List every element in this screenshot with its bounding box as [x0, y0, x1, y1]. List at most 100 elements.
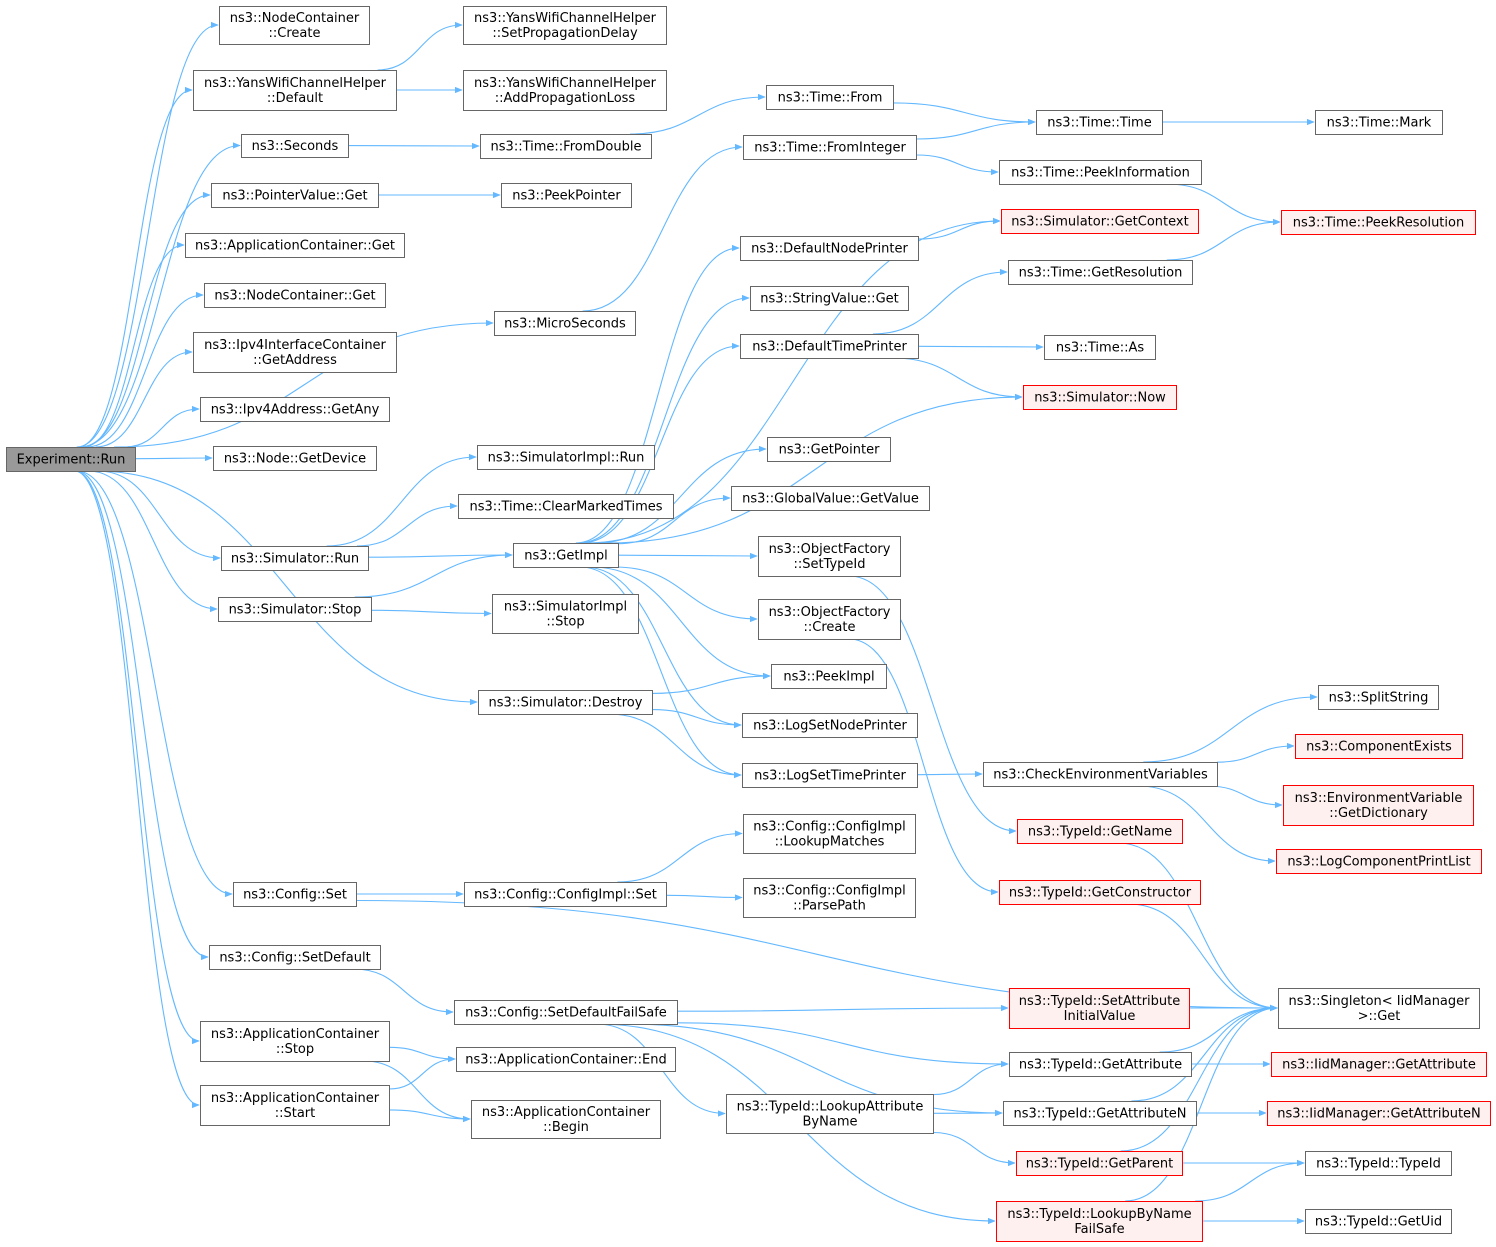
node-sim-run[interactable]: ns3::Simulator::Run	[221, 546, 369, 571]
node-defaultnodeprinter[interactable]: ns3::DefaultNodePrinter	[740, 236, 919, 261]
node-label: ns3::ApplicationContainer::Get	[195, 239, 395, 254]
edge-run-to-cfg_set	[76, 470, 233, 898]
node-box	[233, 882, 357, 907]
node-gv-getvalue[interactable]: ns3::GlobalValue::GetValue	[731, 486, 930, 511]
node-typeid-getctor[interactable]: ns3::TypeId::GetConstructor	[999, 880, 1201, 905]
edge-getimpl-to-peekimpl	[591, 566, 771, 680]
node-typeid-getparent[interactable]: ns3::TypeId::GetParent	[1016, 1151, 1183, 1176]
node-simimpl-run[interactable]: ns3::SimulatorImpl::Run	[477, 445, 655, 470]
node-sim-getcontext[interactable]: ns3::Simulator::GetContext	[1001, 209, 1199, 234]
node-simimpl-stop[interactable]: ns3::SimulatorImpl::Stop	[492, 594, 639, 634]
node-cfg-setdefault[interactable]: ns3::Config::SetDefault	[209, 945, 381, 970]
node-box	[463, 6, 667, 45]
node-envvar-getdict[interactable]: ns3::EnvironmentVariable::GetDictionary	[1283, 785, 1474, 826]
node-singleton-get[interactable]: ns3::Singleton< IidManager >::Get	[1278, 988, 1480, 1029]
node-ipv4ic-getaddr[interactable]: ns3::Ipv4InterfaceContainer::GetAddress	[193, 332, 397, 373]
node-nc-get[interactable]: ns3::NodeContainer::Get	[204, 283, 386, 308]
node-typeid-getname[interactable]: ns3::TypeId::GetName	[1017, 819, 1183, 844]
node-defaulttimeprinter[interactable]: ns3::DefaultTimePrinter	[740, 334, 919, 359]
node-typeid-getuid[interactable]: ns3::TypeId::GetUid	[1305, 1209, 1452, 1234]
node-box	[211, 183, 379, 208]
edge-cfg_setdefault-to-cfg_setdefaultfs	[353, 968, 454, 1016]
node-iid-getattrn[interactable]: ns3::IidManager::GetAttributeN	[1267, 1101, 1491, 1126]
node-ac-get[interactable]: ns3::ApplicationContainer::Get	[185, 233, 405, 258]
node-time-fromdouble[interactable]: ns3::Time::FromDouble	[480, 134, 652, 159]
node-box	[200, 1085, 390, 1126]
node-logsettimeprinter[interactable]: ns3::LogSetTimePrinter	[742, 763, 918, 788]
node-ac-begin[interactable]: ns3::ApplicationContainer::Begin	[471, 1100, 661, 1139]
node-typeid-getattrn[interactable]: ns3::TypeId::GetAttributeN	[1003, 1101, 1197, 1126]
node-time-clearmarked[interactable]: ns3::Time::ClearMarkedTimes	[458, 494, 674, 519]
node-run[interactable]: Experiment::Run	[6, 447, 136, 472]
node-peekimpl[interactable]: ns3::PeekImpl	[771, 664, 887, 689]
edge-run-to-microseconds	[114, 319, 494, 448]
node-cfgimpl-set[interactable]: ns3::Config::ConfigImpl::Set	[464, 882, 667, 907]
node-logsetnodeprinter[interactable]: ns3::LogSetNodePrinter	[742, 713, 918, 738]
node-seconds[interactable]: ns3::Seconds	[241, 134, 349, 158]
node-checkenv[interactable]: ns3::CheckEnvironmentVariables	[983, 762, 1218, 787]
node-splitstring[interactable]: ns3::SplitString	[1318, 685, 1439, 710]
node-typeid-getattr[interactable]: ns3::TypeId::GetAttribute	[1009, 1052, 1192, 1077]
node-time-peekres[interactable]: ns3::Time::PeekResolution	[1281, 210, 1476, 235]
node-ac-stop[interactable]: ns3::ApplicationContainer::Stop	[200, 1021, 390, 1062]
node-logcomp-printlist[interactable]: ns3::LogComponentPrintList	[1276, 849, 1482, 874]
edge-cfg_setdefaultfs-to-typeid_getattr	[676, 1022, 1009, 1068]
node-label: >::Get	[1358, 1009, 1401, 1024]
node-label: ns3::PeekImpl	[783, 670, 874, 685]
node-time-frominteger[interactable]: ns3::Time::FromInteger	[743, 135, 917, 160]
node-box	[1036, 110, 1163, 135]
edge-sim_destroy-to-peekimpl	[651, 672, 771, 694]
node-getimpl[interactable]: ns3::GetImpl	[513, 543, 619, 568]
node-label: ns3::GetPointer	[779, 443, 880, 458]
node-of-settypeid[interactable]: ns3::ObjectFactory::SetTypeId	[758, 536, 901, 577]
node-label: ns3::Time::GetResolution	[1019, 266, 1183, 281]
node-box	[1023, 385, 1177, 410]
node-microseconds[interactable]: ns3::MicroSeconds	[494, 311, 636, 336]
node-box	[743, 878, 916, 918]
edge-ac_stop-to-ac_begin	[363, 1060, 471, 1123]
node-stringvalue-get[interactable]: ns3::StringValue::Get	[750, 286, 909, 311]
node-nc-create[interactable]: ns3::NodeContainer::Create	[219, 6, 370, 45]
node-ywch-default[interactable]: ns3::YansWifiChannelHelper::Default	[193, 70, 397, 111]
node-node-getdev[interactable]: ns3::Node::GetDevice	[213, 446, 377, 471]
node-label: ::Create	[269, 26, 321, 41]
node-pv-get[interactable]: ns3::PointerValue::Get	[211, 183, 379, 208]
node-cfgimpl-lookup[interactable]: ns3::Config::ConfigImpl::LookupMatches	[743, 814, 916, 854]
node-box	[1305, 1151, 1452, 1176]
node-sim-stop[interactable]: ns3::Simulator::Stop	[218, 597, 372, 622]
node-time-mark[interactable]: ns3::Time::Mark	[1315, 110, 1443, 135]
node-label: ::SetPropagationDelay	[492, 26, 638, 41]
edge-typeid_lookupbyname-to-typeid_typeid	[1195, 1159, 1305, 1202]
node-label: ns3::Time::From	[778, 91, 883, 106]
node-time-time[interactable]: ns3::Time::Time	[1036, 110, 1163, 135]
node-of-create[interactable]: ns3::ObjectFactory::Create	[758, 599, 901, 640]
node-componentexists[interactable]: ns3::ComponentExists	[1295, 734, 1463, 759]
node-ipv4a-getany[interactable]: ns3::Ipv4Address::GetAny	[200, 397, 390, 422]
node-box	[1267, 1101, 1491, 1126]
node-time-as[interactable]: ns3::Time::As	[1044, 335, 1156, 360]
node-label: ns3::ApplicationContainer	[211, 1027, 380, 1042]
node-sim-destroy[interactable]: ns3::Simulator::Destroy	[478, 690, 653, 715]
node-cfg-set[interactable]: ns3::Config::Set	[233, 882, 357, 907]
node-ywch-setprop[interactable]: ns3::YansWifiChannelHelper::SetPropagati…	[463, 6, 667, 45]
node-typeid-typeid[interactable]: ns3::TypeId::TypeId	[1305, 1151, 1452, 1176]
node-time-from[interactable]: ns3::Time::From	[766, 85, 894, 110]
node-ac-start[interactable]: ns3::ApplicationContainer::Start	[200, 1085, 390, 1126]
node-label: ByName	[803, 1115, 858, 1130]
edge-getimpl-to-logsettimeprinter	[579, 566, 742, 779]
edge-getimpl-to-defaultnodeprinter	[575, 244, 740, 544]
node-getpointer[interactable]: ns3::GetPointer	[767, 437, 891, 462]
node-time-peekinfo[interactable]: ns3::Time::PeekInformation	[999, 160, 1202, 185]
node-ywch-addprop[interactable]: ns3::YansWifiChannelHelper::AddPropagati…	[463, 70, 667, 111]
node-cfgimpl-parse[interactable]: ns3::Config::ConfigImpl::ParsePath	[743, 878, 916, 918]
node-cfg-setdefaultfs[interactable]: ns3::Config::SetDefaultFailSafe	[454, 1000, 678, 1025]
node-box	[204, 283, 386, 308]
node-sim-now[interactable]: ns3::Simulator::Now	[1023, 385, 1177, 410]
node-iid-getattr[interactable]: ns3::IidManager::GetAttribute	[1271, 1052, 1487, 1077]
node-time-getres[interactable]: ns3::Time::GetResolution	[1008, 260, 1193, 285]
node-peekpointer[interactable]: ns3::PeekPointer	[501, 183, 632, 208]
node-ac-end[interactable]: ns3::ApplicationContainer::End	[456, 1047, 676, 1072]
